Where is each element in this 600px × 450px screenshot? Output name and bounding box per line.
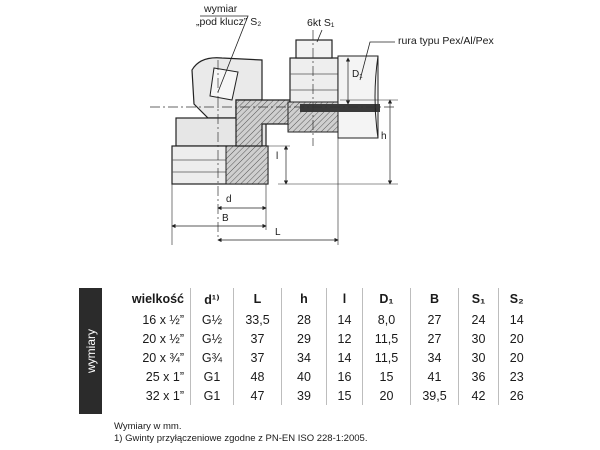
table-cell: 11,5 xyxy=(362,329,411,348)
header-cell: h xyxy=(281,288,327,310)
table-cell: 15 xyxy=(362,367,411,386)
wrench-flats xyxy=(209,67,239,101)
table-cell: 41 xyxy=(410,367,459,386)
table-cell: G½ xyxy=(190,310,234,329)
table-cell: 12 xyxy=(326,329,363,348)
table-header-row: wielkość d¹⁾ L h l D₁ B S₁ S₂ xyxy=(79,288,535,310)
table-cell: 34 xyxy=(410,348,459,367)
header-cell: S₂ xyxy=(498,288,535,310)
label-pod-klucz: „pod klucz” S₂ xyxy=(196,16,262,28)
table-cell: 29 xyxy=(281,329,327,348)
table-cell: 20 xyxy=(362,386,411,405)
table-cell: 39 xyxy=(281,386,327,405)
table-cell: 37 xyxy=(233,329,282,348)
table-cell: 20 x ¾” xyxy=(142,350,184,365)
table-row: 20 x ¾” G¾ 37 34 14 11,5 34 30 20 xyxy=(79,348,535,367)
table-cell: 11,5 xyxy=(362,348,411,367)
footnotes: Wymiary w mm. 1) Gwinty przyłączeniowe z… xyxy=(114,421,367,445)
table-cell: 14 xyxy=(326,348,363,367)
table-side-tab: wymiary xyxy=(79,288,102,414)
table-cell: 23 xyxy=(498,367,535,386)
dim-L: L xyxy=(275,227,281,238)
table-cell: 40 xyxy=(281,367,327,386)
header-cell: L xyxy=(233,288,282,310)
compression-nut xyxy=(289,57,339,109)
table-cell: 16 xyxy=(326,367,363,386)
table-cell: 36 xyxy=(458,367,499,386)
header-cell: l xyxy=(326,288,363,310)
table-cell: 37 xyxy=(233,348,282,367)
table-cell: 33,5 xyxy=(233,310,282,329)
table-cell: 26 xyxy=(498,386,535,405)
table-cell: 16 x ½” xyxy=(142,312,184,327)
table-cell: 42 xyxy=(458,386,499,405)
label-wymiar: wymiar xyxy=(204,3,238,15)
label-pipe: rura typu Pex/Al/Pex xyxy=(398,35,494,47)
dim-l-small: l xyxy=(276,151,279,162)
table-row: 25 x 1” G1 48 40 16 15 41 36 23 xyxy=(79,367,535,386)
header-cell: d¹⁾ xyxy=(190,288,234,310)
table-row: 32 x 1” G1 47 39 15 20 39,5 42 26 xyxy=(79,386,535,405)
dim-b: B xyxy=(222,213,229,224)
table-cell: 25 x 1” xyxy=(145,369,184,384)
table-cell: 20 x ½” xyxy=(142,331,184,346)
thread-section xyxy=(225,145,269,185)
dim-d1: D₁ xyxy=(352,69,363,80)
table-cell: 24 xyxy=(458,310,499,329)
table-cell: 47 xyxy=(233,386,282,405)
dim-d: d xyxy=(226,194,232,205)
fitting-drawing xyxy=(150,15,398,245)
table-cell: 30 xyxy=(458,348,499,367)
table-cell: 14 xyxy=(498,310,535,329)
table-cell: 28 xyxy=(281,310,327,329)
table-row: 16 x ½” G½ 33,5 28 14 8,0 27 24 14 xyxy=(79,310,535,329)
note-units: Wymiary w mm. xyxy=(114,421,182,432)
header-cell: S₁ xyxy=(458,288,499,310)
dim-h: h xyxy=(381,131,387,142)
table-cell: 39,5 xyxy=(410,386,459,405)
table-cell: 15 xyxy=(326,386,363,405)
table-cell: 20 xyxy=(498,348,535,367)
header-cell: wielkość xyxy=(131,292,184,306)
pex-pipe xyxy=(337,55,379,139)
table-cell: 27 xyxy=(410,329,459,348)
table-cell: 48 xyxy=(233,367,282,386)
table-cell: G1 xyxy=(190,386,234,405)
table-cell: G½ xyxy=(190,329,234,348)
table-cell: 32 x 1” xyxy=(145,388,184,403)
table-cell: 34 xyxy=(281,348,327,367)
spec-table: wielkość d¹⁾ L h l D₁ B S₁ S₂ 16 x ½” G½… xyxy=(79,288,535,405)
table-cell: 14 xyxy=(326,310,363,329)
table-cell: G1 xyxy=(190,367,234,386)
table-row: 20 x ½” G½ 37 29 12 11,5 27 30 20 xyxy=(79,329,535,348)
note-threads: 1) Gwinty przyłączeniowe zgodne z PN-EN … xyxy=(114,433,368,444)
header-cell: D₁ xyxy=(362,288,411,310)
table-cell: 8,0 xyxy=(362,310,411,329)
table-cell: 27 xyxy=(410,310,459,329)
table-cell: G¾ xyxy=(190,348,234,367)
table-cell: 20 xyxy=(498,329,535,348)
nut-top xyxy=(295,39,333,59)
header-cell: B xyxy=(410,288,459,310)
label-hex: 6kt S₁ xyxy=(307,17,335,29)
table-cell: 30 xyxy=(458,329,499,348)
